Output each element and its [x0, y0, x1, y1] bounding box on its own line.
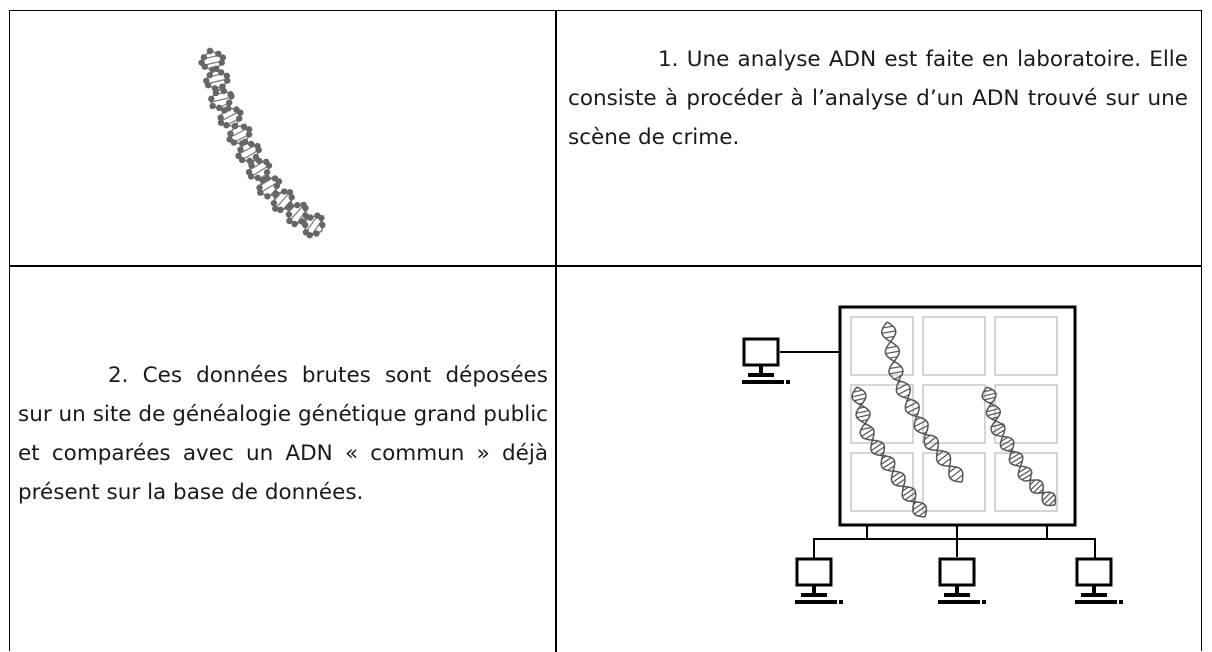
computer-icon: [938, 559, 986, 604]
step1-paragraph: 1. Une analyse ADN est faite en laborato…: [568, 40, 1188, 157]
computer-icon: [1075, 559, 1123, 604]
step1-number: 1.: [658, 47, 679, 72]
document-table: 1. Une analyse ADN est faite en laborato…: [9, 10, 1202, 651]
dna-helix-icon: [10, 11, 555, 265]
computer-icon: [795, 559, 843, 604]
network-lines: [814, 525, 1095, 559]
cell-step2: 2. Ces données brutes sont déposées sur …: [10, 267, 555, 652]
cell-dna-image: [10, 11, 555, 265]
step2-paragraph: 2. Ces données brutes sont déposées sur …: [18, 356, 548, 512]
step2-text: Ces données brutes sont déposées sur un …: [18, 363, 548, 505]
computer-icon: [742, 339, 790, 384]
dna-database-network-icon: [557, 267, 1200, 652]
cell-database-image: [557, 267, 1200, 652]
step2-number: 2.: [108, 363, 129, 388]
cell-step1: 1. Une analyse ADN est faite en laborato…: [557, 11, 1200, 265]
